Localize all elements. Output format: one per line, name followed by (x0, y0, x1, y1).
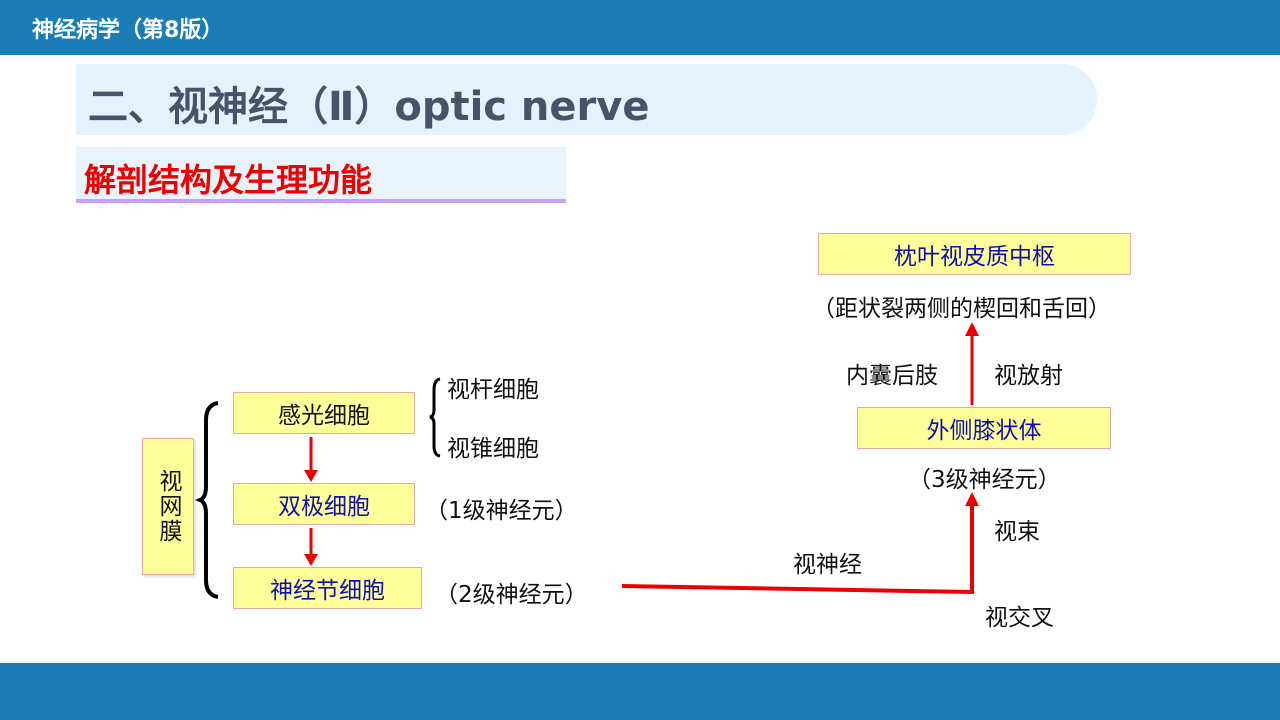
retina-box: 视网膜 (142, 438, 194, 575)
cortex-box: 枕叶视皮质中枢 (818, 233, 1131, 275)
cone-label: 视锥细胞 (447, 436, 539, 462)
book-title: 神经病学（第8版） (32, 18, 224, 43)
slide-subtitle: 解剖结构及生理功能 (84, 161, 373, 199)
ganglion-box: 神经节细胞 (233, 567, 422, 609)
title-banner: 二、视神经（Ⅱ）optic nerve (76, 64, 1097, 135)
photoreceptor-brace (429, 377, 441, 458)
bipolar-note: （1级神经元） (425, 498, 578, 524)
subtitle-banner: 解剖结构及生理功能 (76, 147, 566, 203)
cortex-note: （距状裂两侧的楔回和舌回） (812, 296, 1111, 322)
optic-pathway-line (621, 505, 974, 595)
optic-tract-label: 视束 (994, 519, 1040, 545)
lgn-note: （3级神经元） (908, 467, 1061, 493)
ganglion-note: （2级神经元） (435, 582, 588, 608)
rod-label: 视杆细胞 (447, 377, 539, 403)
optic-nerve-label: 视神经 (793, 552, 862, 578)
top-bar: 神经病学（第8版） (0, 0, 1280, 55)
bottom-bar (0, 663, 1280, 720)
optic-radiation-label: 视放射 (994, 363, 1063, 389)
bipolar-box: 双极细胞 (233, 483, 415, 525)
lgn-box: 外侧膝状体 (857, 407, 1111, 449)
photoreceptor-box: 感光细胞 (233, 392, 415, 434)
slide-title: 二、视神经（Ⅱ）optic nerve (88, 84, 650, 130)
internal-capsule-label: 内囊后肢 (846, 363, 938, 389)
chiasm-label: 视交叉 (985, 605, 1054, 631)
retina-brace (193, 401, 219, 599)
